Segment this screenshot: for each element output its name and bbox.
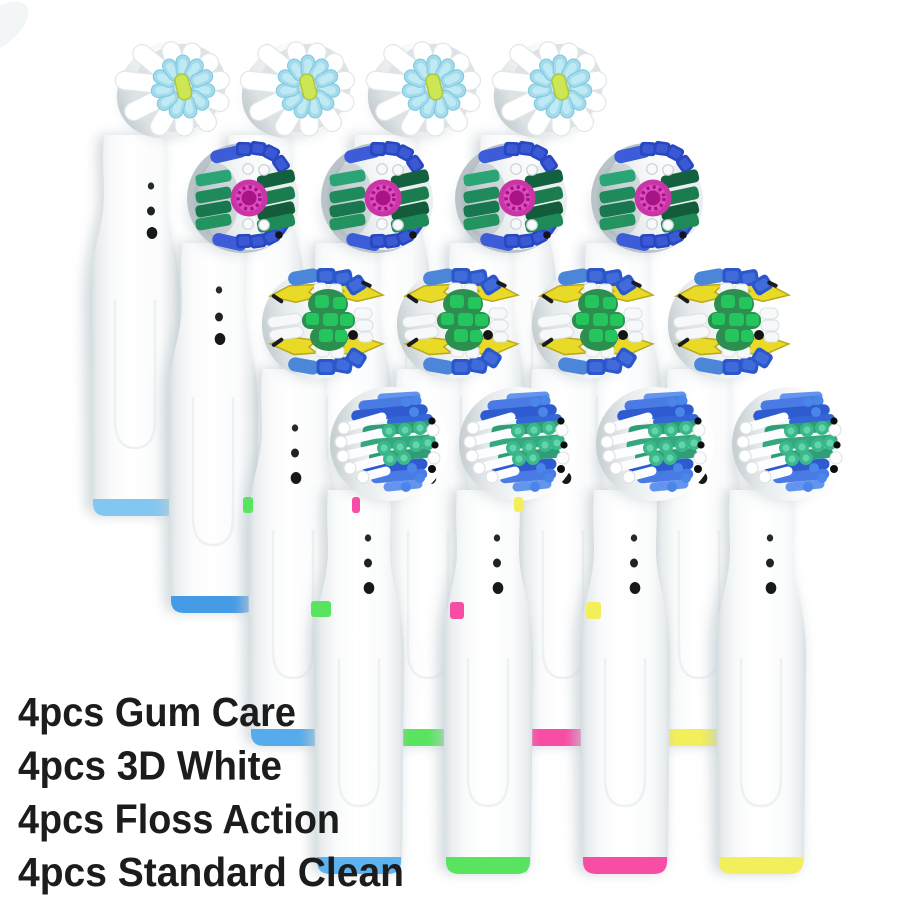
svg-text:4pcs Floss Action: 4pcs Floss Action [18,796,340,842]
svg-text:4pcs Gum Care: 4pcs Gum Care [18,689,296,735]
svg-text:4pcs Standard Clean: 4pcs Standard Clean [18,849,404,895]
svg-text:4pcs 3D White: 4pcs 3D White [18,743,282,789]
